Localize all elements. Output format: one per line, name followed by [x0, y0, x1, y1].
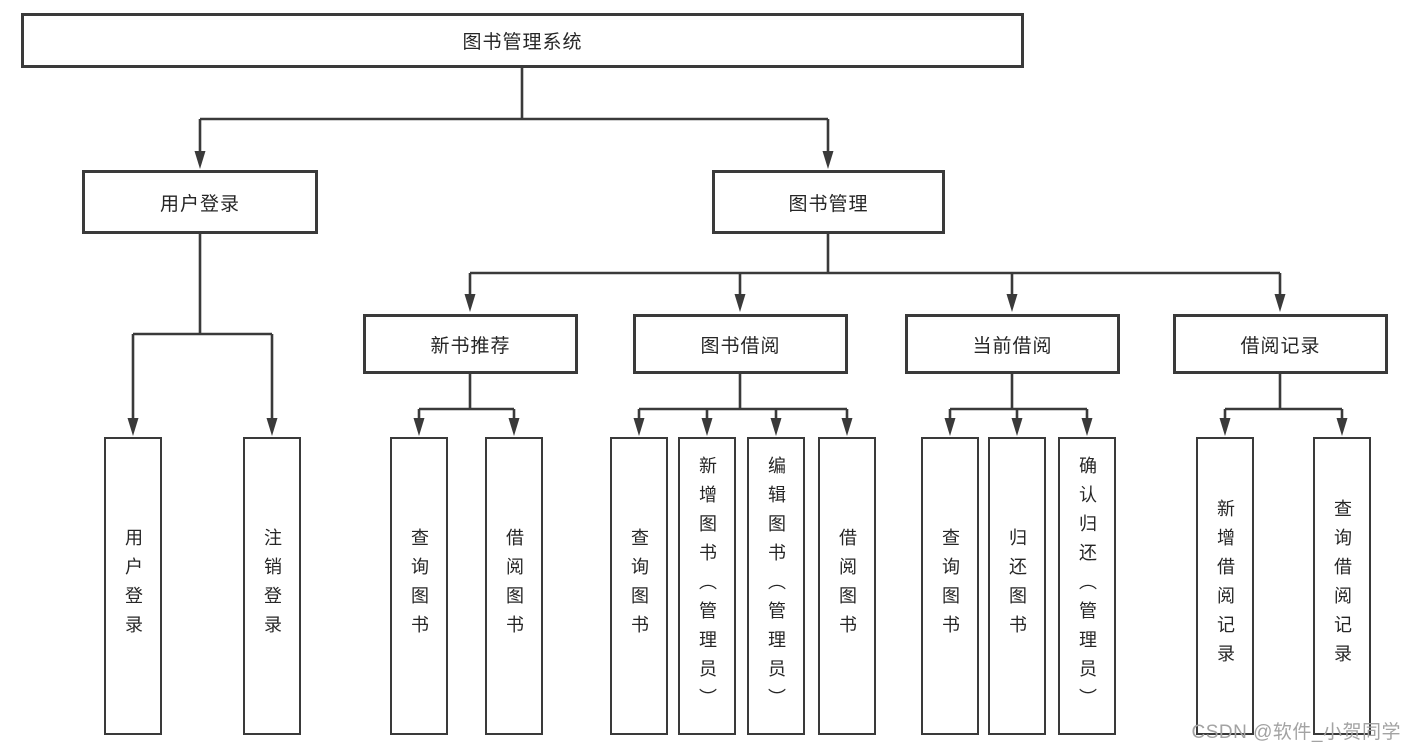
node-borrow-edit-books-admin: 编辑图书（管理员）	[747, 437, 805, 735]
node-book-management-module: 图书管理	[712, 170, 945, 234]
node-current-borrowing: 当前借阅	[905, 314, 1120, 374]
node-login-logout: 注销登录	[243, 437, 301, 735]
node-borrow-borrow-books: 借阅图书	[818, 437, 876, 735]
node-current-query-books: 查询图书	[921, 437, 979, 735]
node-current-return-books: 归还图书	[988, 437, 1046, 735]
node-current-confirm-return-admin: 确认归还（管理员）	[1058, 437, 1116, 735]
node-borrow-query-books: 查询图书	[610, 437, 668, 735]
node-new-book-recommend: 新书推荐	[363, 314, 578, 374]
node-recommend-borrow-books: 借阅图书	[485, 437, 543, 735]
node-library-management-system: 图书管理系统	[21, 13, 1024, 68]
node-borrowing-records: 借阅记录	[1173, 314, 1388, 374]
csdn-watermark: CSDN @软件_小贺同学	[1191, 722, 1401, 743]
node-records-add-record: 新增借阅记录	[1196, 437, 1254, 735]
node-login-user-login: 用户登录	[104, 437, 162, 735]
node-records-query-record: 查询借阅记录	[1313, 437, 1371, 735]
node-borrow-add-books-admin: 新增图书（管理员）	[678, 437, 736, 735]
node-recommend-query-books: 查询图书	[390, 437, 448, 735]
node-book-borrowing: 图书借阅	[633, 314, 848, 374]
node-user-login-module: 用户登录	[82, 170, 318, 234]
